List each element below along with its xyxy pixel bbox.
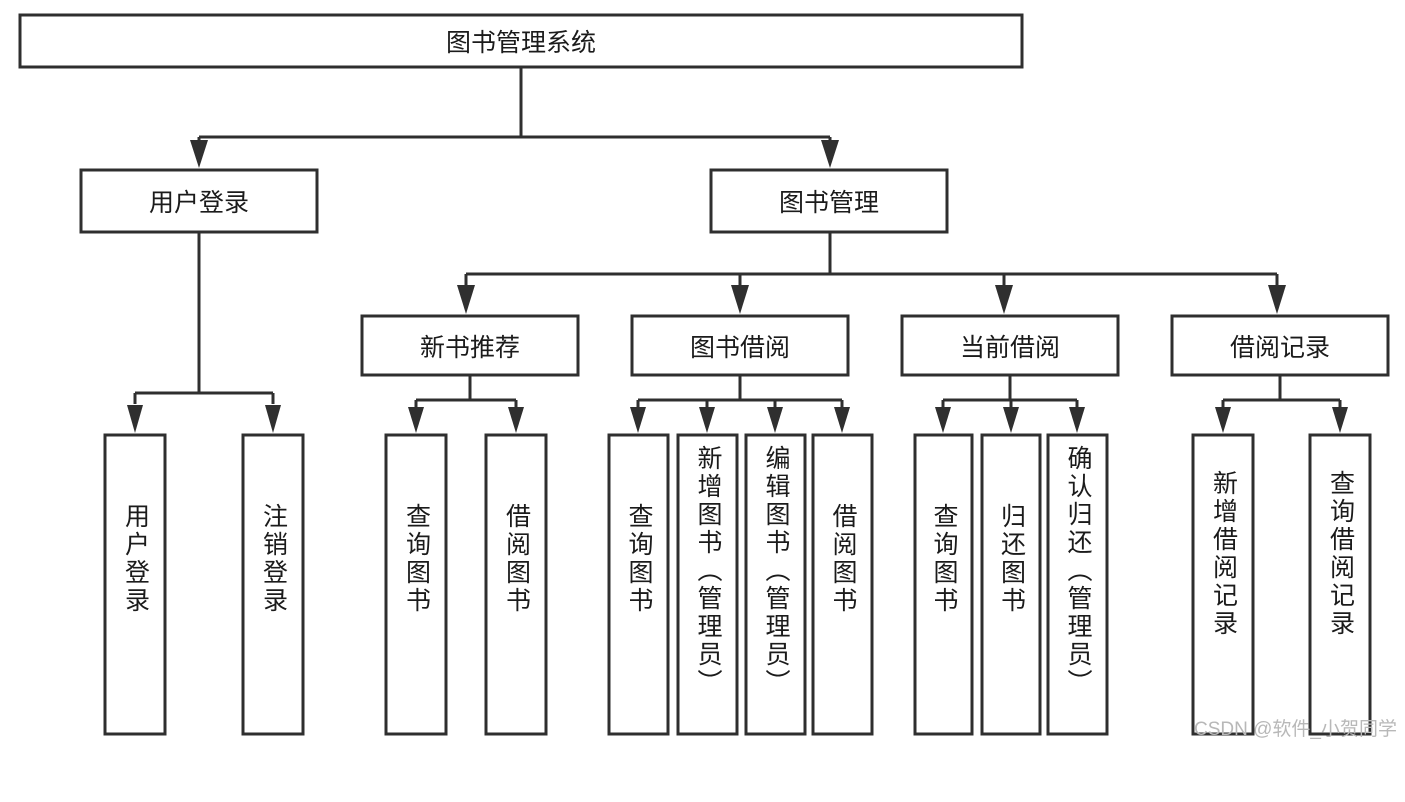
arrow-head-book-management [821, 140, 839, 168]
arrow-head-leaf-query-book-recommend [408, 407, 424, 433]
arrow-head-leaf-logout-login [265, 405, 281, 433]
arrow-head-leaf-borrow-book [834, 407, 850, 433]
arrow-head-user-login [190, 140, 208, 168]
diagram-canvas [18, 13, 1390, 736]
node-box-leaf-query-book-recommend[interactable] [384, 433, 448, 736]
node-box-leaf-edit-book-admin[interactable] [744, 433, 807, 736]
arrow-head-book-borrow [731, 285, 749, 314]
node-box-leaf-return-book[interactable] [980, 433, 1042, 736]
arrow-head-leaf-edit-book-admin [767, 407, 783, 433]
arrow-head-leaf-query-book-current [935, 407, 951, 433]
connector-group-current-borrow [935, 375, 1085, 433]
node-box-leaf-query-borrow-record[interactable] [1308, 433, 1372, 736]
node-box-leaf-user-login[interactable] [103, 433, 167, 736]
arrow-head-leaf-confirm-return-admin [1069, 407, 1085, 433]
arrow-head-leaf-add-book-admin [699, 407, 715, 433]
node-box-book-management[interactable] [709, 168, 949, 234]
node-box-new-book-recommend[interactable] [360, 314, 580, 377]
node-box-leaf-logout-login[interactable] [241, 433, 305, 736]
connector-group-borrow-record [1215, 375, 1348, 433]
connector-group-new-book-recommend [408, 375, 524, 433]
arrow-head-leaf-add-borrow-record [1215, 407, 1231, 433]
connector-group-book-management [457, 232, 1286, 314]
connector-group-root [190, 67, 839, 168]
node-box-root[interactable] [18, 13, 1024, 69]
flowchart-diagram: 图书管理系统 用户登录 图书管理 新书推荐 图书借阅 当前借阅 借阅记录 用户登… [18, 13, 1397, 740]
arrow-head-leaf-user-login [127, 405, 143, 433]
connector-group-user-login [127, 232, 281, 433]
node-box-leaf-query-book-current[interactable] [913, 433, 974, 736]
arrow-head-leaf-borrow-book-recommend [508, 407, 524, 433]
node-box-user-login[interactable] [79, 168, 319, 234]
arrow-head-borrow-record [1268, 285, 1286, 314]
node-box-leaf-add-borrow-record[interactable] [1191, 433, 1255, 736]
node-box-book-borrow[interactable] [630, 314, 850, 377]
node-box-leaf-add-book-admin[interactable] [676, 433, 739, 736]
node-box-borrow-record[interactable] [1170, 314, 1390, 377]
node-box-current-borrow[interactable] [900, 314, 1120, 377]
node-box-leaf-borrow-book[interactable] [811, 433, 874, 736]
arrow-head-leaf-query-book-borrow [630, 407, 646, 433]
node-box-leaf-query-book-borrow[interactable] [607, 433, 670, 736]
arrow-head-leaf-return-book [1003, 407, 1019, 433]
connector-group-book-borrow [630, 375, 850, 433]
arrow-head-current-borrow [995, 285, 1013, 314]
node-box-leaf-confirm-return-admin[interactable] [1046, 433, 1109, 736]
arrow-head-leaf-query-borrow-record [1332, 407, 1348, 433]
arrow-head-new-book-recommend [457, 285, 475, 314]
node-box-leaf-borrow-book-recommend[interactable] [484, 433, 548, 736]
